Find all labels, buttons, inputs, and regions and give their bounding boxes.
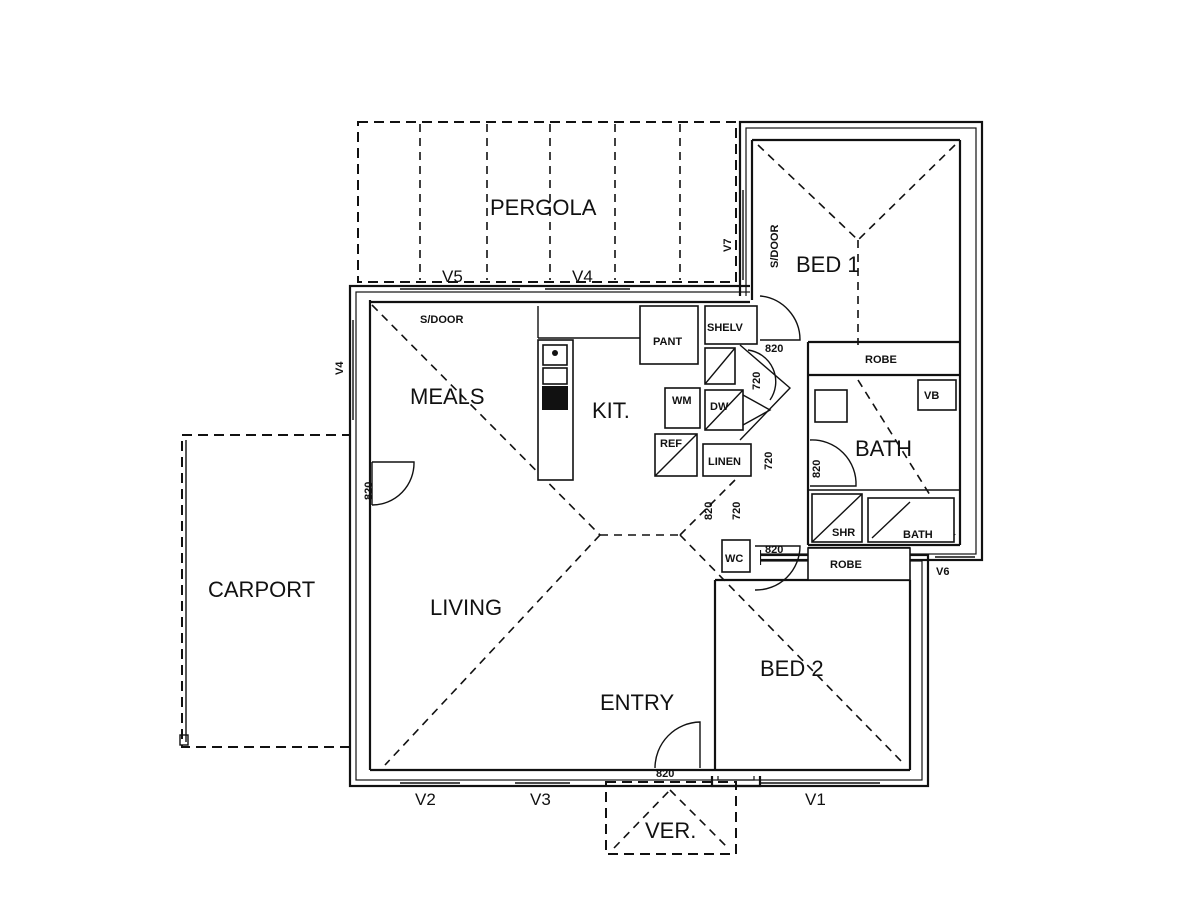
room-label-kitchen: KIT.: [592, 398, 630, 423]
label-shower: SHR: [832, 527, 855, 539]
door-label-meals-side: 820: [363, 482, 375, 500]
label-vanity: VB: [924, 390, 939, 402]
door-label-bed2: 820: [765, 544, 783, 556]
door-label-laundry: 820: [703, 502, 715, 520]
room-label-carport: CARPORT: [208, 577, 315, 602]
room-label-meals: MEALS: [410, 384, 485, 409]
label-shelves: SHELV: [707, 322, 744, 334]
bathroom-fixtures: [721, 379, 957, 581]
label-sliding-door-meals: S/DOOR: [420, 314, 463, 326]
room-label-living: LIVING: [430, 595, 502, 620]
label-fridge: REF: [660, 438, 682, 450]
door-label-bed1: 820: [765, 343, 783, 355]
door-swings: [371, 295, 857, 769]
label-robe-bed2: ROBE: [830, 559, 862, 571]
window-label-bed1: V7: [722, 239, 734, 252]
label-sliding-door-bed1: S/DOOR: [769, 225, 781, 268]
room-label-pergola: PERGOLA: [490, 195, 597, 220]
window-label-pergola-right: V4: [572, 267, 593, 286]
label-linen: LINEN: [708, 456, 741, 468]
window-label-front-b: V3: [530, 790, 551, 809]
label-bathtub: BATH: [903, 529, 933, 541]
window-label-bath: V6: [936, 566, 949, 578]
label-robe-bed1: ROBE: [865, 354, 897, 366]
door-label-hall-a: 720: [751, 372, 763, 390]
label-wm: WM: [672, 395, 692, 407]
verandah-outline: [605, 781, 737, 855]
pergola-outline: [357, 121, 737, 283]
label-wc: WC: [725, 553, 743, 565]
label-dishwasher: DW: [710, 401, 729, 413]
window-label-front-a: V2: [415, 790, 436, 809]
room-label-bed2: BED 2: [760, 656, 824, 681]
room-label-bath: BATH: [855, 436, 912, 461]
window-label-pergola-left: V5: [442, 267, 463, 286]
door-label-entry: 820: [656, 768, 674, 780]
label-pantry: PANT: [653, 336, 682, 348]
door-label-hall-c: 720: [731, 502, 743, 520]
roof-lines: [371, 144, 956, 766]
window-marks: [352, 190, 975, 784]
kitchen-fixtures: [537, 305, 792, 481]
door-label-hall-b: 720: [763, 452, 775, 470]
room-label-entry: ENTRY: [600, 690, 674, 715]
window-label-front-c: V1: [805, 790, 826, 809]
room-label-verandah: VER.: [645, 818, 696, 843]
window-label-meals: V4: [334, 361, 346, 375]
room-label-bed1: BED 1: [796, 252, 860, 277]
door-label-bath: 820: [811, 460, 823, 478]
